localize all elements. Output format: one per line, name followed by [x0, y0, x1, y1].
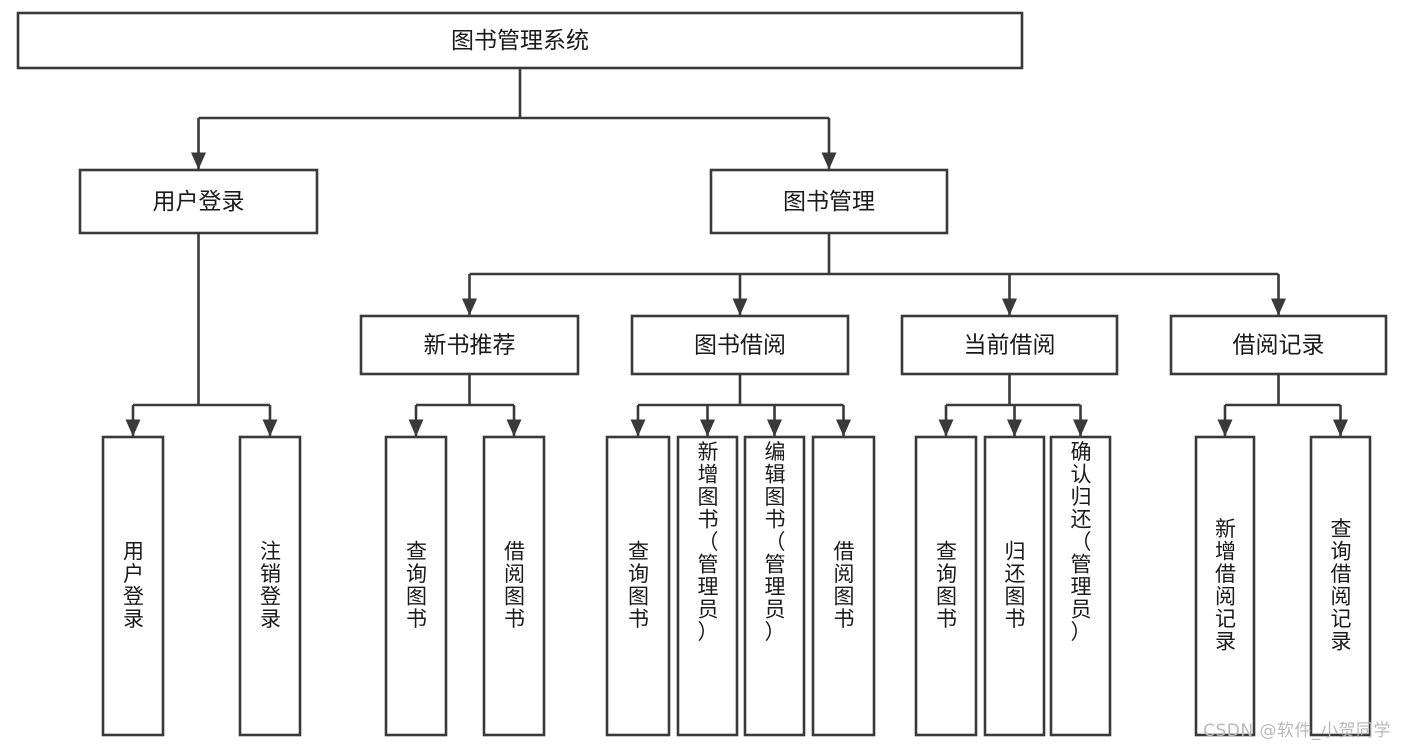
node-label: 借阅图书	[834, 540, 855, 632]
arrow-head-icon	[125, 419, 141, 437]
node-label: 借阅图书	[504, 540, 525, 632]
arrow-head-icon	[1333, 419, 1348, 437]
node-leaf-5[interactable]: 新增图书（管理员）	[676, 435, 739, 737]
arrow-head-icon	[938, 419, 954, 437]
node-l2-用户登录[interactable]: 用户登录	[78, 168, 319, 235]
arrow-head-icon	[462, 298, 477, 316]
node-leaf-1[interactable]: 注销登录	[238, 435, 302, 737]
node-label: 查询借阅记录	[1331, 517, 1352, 654]
node-leaf-7[interactable]: 借阅图书	[811, 435, 876, 737]
node-l3-图书借阅[interactable]: 图书借阅	[630, 314, 850, 376]
node-label: 当前借阅	[964, 333, 1056, 359]
node-l3-借阅记录[interactable]: 借阅记录	[1169, 314, 1388, 376]
node-label: 新增图书（管理员）	[698, 440, 719, 644]
arrow-head-icon	[732, 298, 748, 316]
arrow-head-icon	[408, 419, 424, 437]
node-root-图书管理系统[interactable]: 图书管理系统	[16, 11, 1024, 70]
diagram-nodes: 图书管理系统用户登录图书管理新书推荐图书借阅当前借阅借阅记录用户登录注销登录查询…	[16, 11, 1388, 737]
node-label: 图书借阅	[694, 333, 786, 359]
arrow-head-icon	[191, 152, 206, 170]
arrow-head-icon	[1271, 298, 1286, 316]
node-label: 新增借阅记录	[1215, 517, 1236, 654]
node-label: 归还图书	[1005, 540, 1026, 632]
node-label: 确认归还（管理员）	[1071, 440, 1092, 644]
arrow-head-icon	[1002, 298, 1017, 316]
node-leaf-10[interactable]: 确认归还（管理员）	[1049, 435, 1112, 737]
node-label: 用户登录	[153, 189, 245, 215]
node-leaf-6[interactable]: 编辑图书（管理员）	[743, 435, 806, 737]
node-label: 查询图书	[628, 540, 649, 632]
node-label: 图书管理系统	[451, 28, 589, 54]
arrow-head-icon	[1217, 419, 1233, 437]
node-label: 注销登录	[260, 540, 281, 632]
node-l2-图书管理[interactable]: 图书管理	[709, 168, 949, 235]
node-leaf-0[interactable]: 用户登录	[101, 435, 165, 737]
arrow-head-icon	[700, 419, 715, 437]
arrow-head-icon	[506, 419, 522, 437]
arrow-head-icon	[836, 419, 851, 437]
node-leaf-2[interactable]: 查询图书	[384, 435, 448, 737]
arrow-head-icon	[630, 419, 646, 437]
node-label: 用户登录	[123, 540, 144, 632]
node-leaf-9[interactable]: 归还图书	[983, 435, 1046, 737]
node-label: 借阅记录	[1233, 333, 1325, 359]
node-l3-当前借阅[interactable]: 当前借阅	[900, 314, 1119, 376]
connector-edges	[125, 68, 1348, 437]
arrow-head-icon	[1073, 419, 1088, 437]
node-leaf-11[interactable]: 新增借阅记录	[1194, 435, 1256, 737]
node-label: 编辑图书（管理员）	[765, 440, 786, 644]
node-leaf-4[interactable]: 查询图书	[605, 435, 671, 737]
arrow-head-icon	[262, 419, 278, 437]
node-l3-新书推荐[interactable]: 新书推荐	[359, 314, 580, 376]
arrow-head-icon	[821, 152, 837, 170]
node-label: 查询图书	[406, 540, 427, 632]
node-label: 新书推荐	[424, 333, 516, 359]
node-leaf-3[interactable]: 借阅图书	[482, 435, 546, 737]
node-leaf-8[interactable]: 查询图书	[914, 435, 978, 737]
node-leaf-12[interactable]: 查询借阅记录	[1309, 435, 1372, 737]
node-label: 图书管理	[783, 189, 875, 215]
arrow-head-icon	[767, 419, 782, 437]
arrow-head-icon	[1007, 419, 1022, 437]
node-label: 查询图书	[936, 540, 957, 632]
